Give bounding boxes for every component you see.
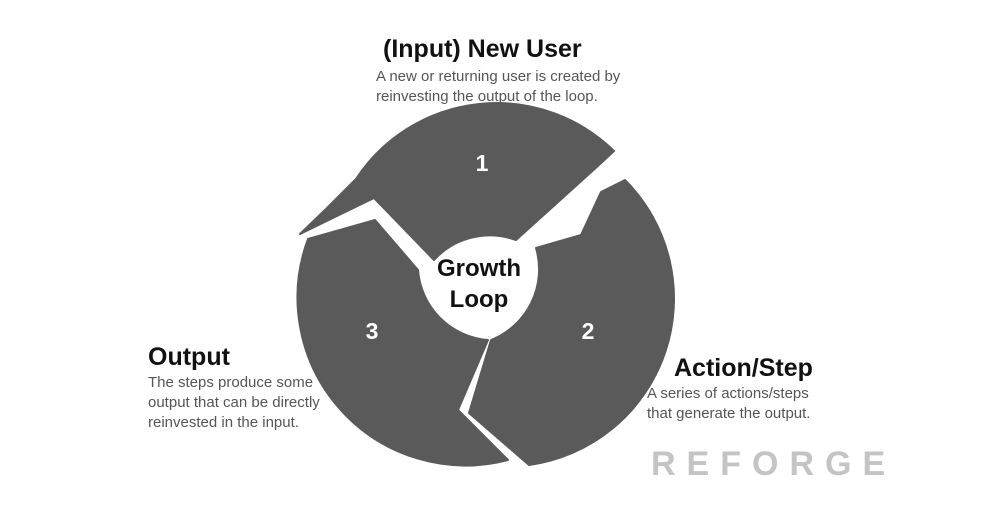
action-step-description: A series of actions/steps that generate … xyxy=(647,385,811,422)
segment-number-2: 2 xyxy=(581,318,595,344)
output-step-description: The steps produce some output that can b… xyxy=(148,374,320,431)
center-label: Growth Loop xyxy=(404,253,554,315)
segment-number-1: 1 xyxy=(475,150,489,176)
action-step-title: Action/Step xyxy=(674,354,813,382)
center-label-line-1: Growth xyxy=(437,255,521,282)
loop-segment-1 xyxy=(299,102,615,261)
loop-segment-3 xyxy=(296,219,509,467)
segment-number-3: 3 xyxy=(365,318,379,344)
center-label-line-2: Loop xyxy=(449,286,509,313)
loop-segment-2 xyxy=(468,179,675,466)
input-step-title: (Input) New User xyxy=(383,35,582,63)
brand-logo: REFORGE xyxy=(651,445,897,483)
output-step-title: Output xyxy=(148,343,230,371)
input-step-description: A new or returning user is created by re… xyxy=(376,68,621,105)
